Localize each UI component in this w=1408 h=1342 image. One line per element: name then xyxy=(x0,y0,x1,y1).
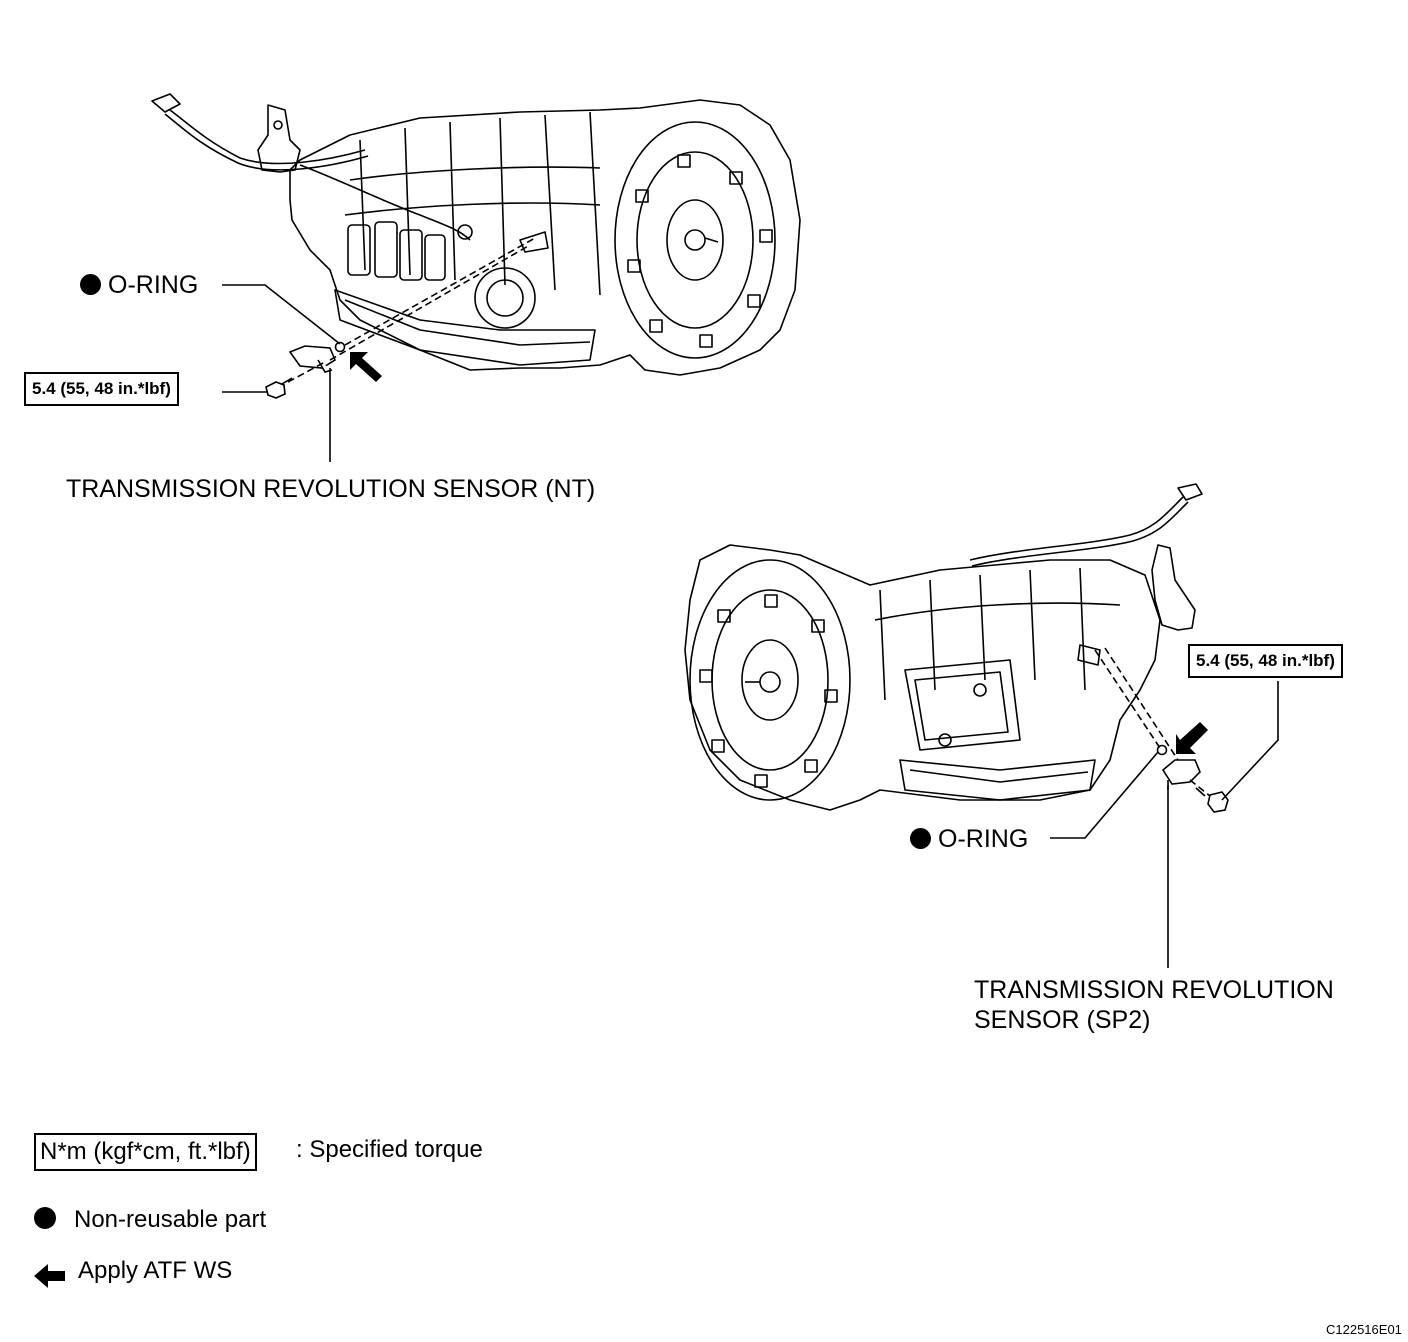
upper-atf-arrow xyxy=(350,352,382,382)
lower-torque-label: 5.4 (55, 48 in.*lbf) xyxy=(1196,651,1335,670)
lower-sensor-label: TRANSMISSION REVOLUTION SENSOR (SP2) xyxy=(974,975,1334,1035)
upper-torque-box: 5.4 (55, 48 in.*lbf) xyxy=(24,372,179,406)
lower-sensor-label-line2: SENSOR (SP2) xyxy=(974,1006,1151,1034)
legend-atf: Apply ATF WS xyxy=(78,1257,233,1284)
lower-sensor-label-line1: TRANSMISSION REVOLUTION xyxy=(974,976,1334,1004)
upper-leaders xyxy=(222,284,341,462)
lower-guide-lines xyxy=(1094,647,1211,797)
legend-atf-arrow-icon xyxy=(34,1264,65,1288)
upper-oring-label: O-RING xyxy=(80,270,198,300)
lower-oring-label: O-RING xyxy=(910,824,1028,854)
figure-code: C122516E01 xyxy=(1326,1322,1402,1337)
upper-transmission xyxy=(151,93,801,376)
upper-sensor xyxy=(265,341,346,399)
lower-atf-arrow xyxy=(1176,722,1208,754)
legend-dot-icon xyxy=(34,1207,56,1229)
upper-guide-lines xyxy=(287,237,536,383)
lower-leaders xyxy=(1050,681,1279,968)
legend-nonreusable: Non-reusable part xyxy=(34,1206,266,1234)
lower-sensor xyxy=(1156,744,1229,813)
upper-torque-label: 5.4 (55, 48 in.*lbf) xyxy=(32,379,171,398)
legend-torque-unit: N*m (kgf*cm, ft.*lbf) xyxy=(34,1133,257,1171)
lower-transmission xyxy=(684,483,1203,811)
nonreusable-dot-icon xyxy=(80,274,101,295)
nonreusable-dot-icon xyxy=(910,828,931,849)
legend-torque-desc: : Specified torque xyxy=(296,1136,483,1163)
lower-torque-box: 5.4 (55, 48 in.*lbf) xyxy=(1188,644,1343,678)
upper-sensor-label: TRANSMISSION REVOLUTION SENSOR (NT) xyxy=(66,475,596,503)
